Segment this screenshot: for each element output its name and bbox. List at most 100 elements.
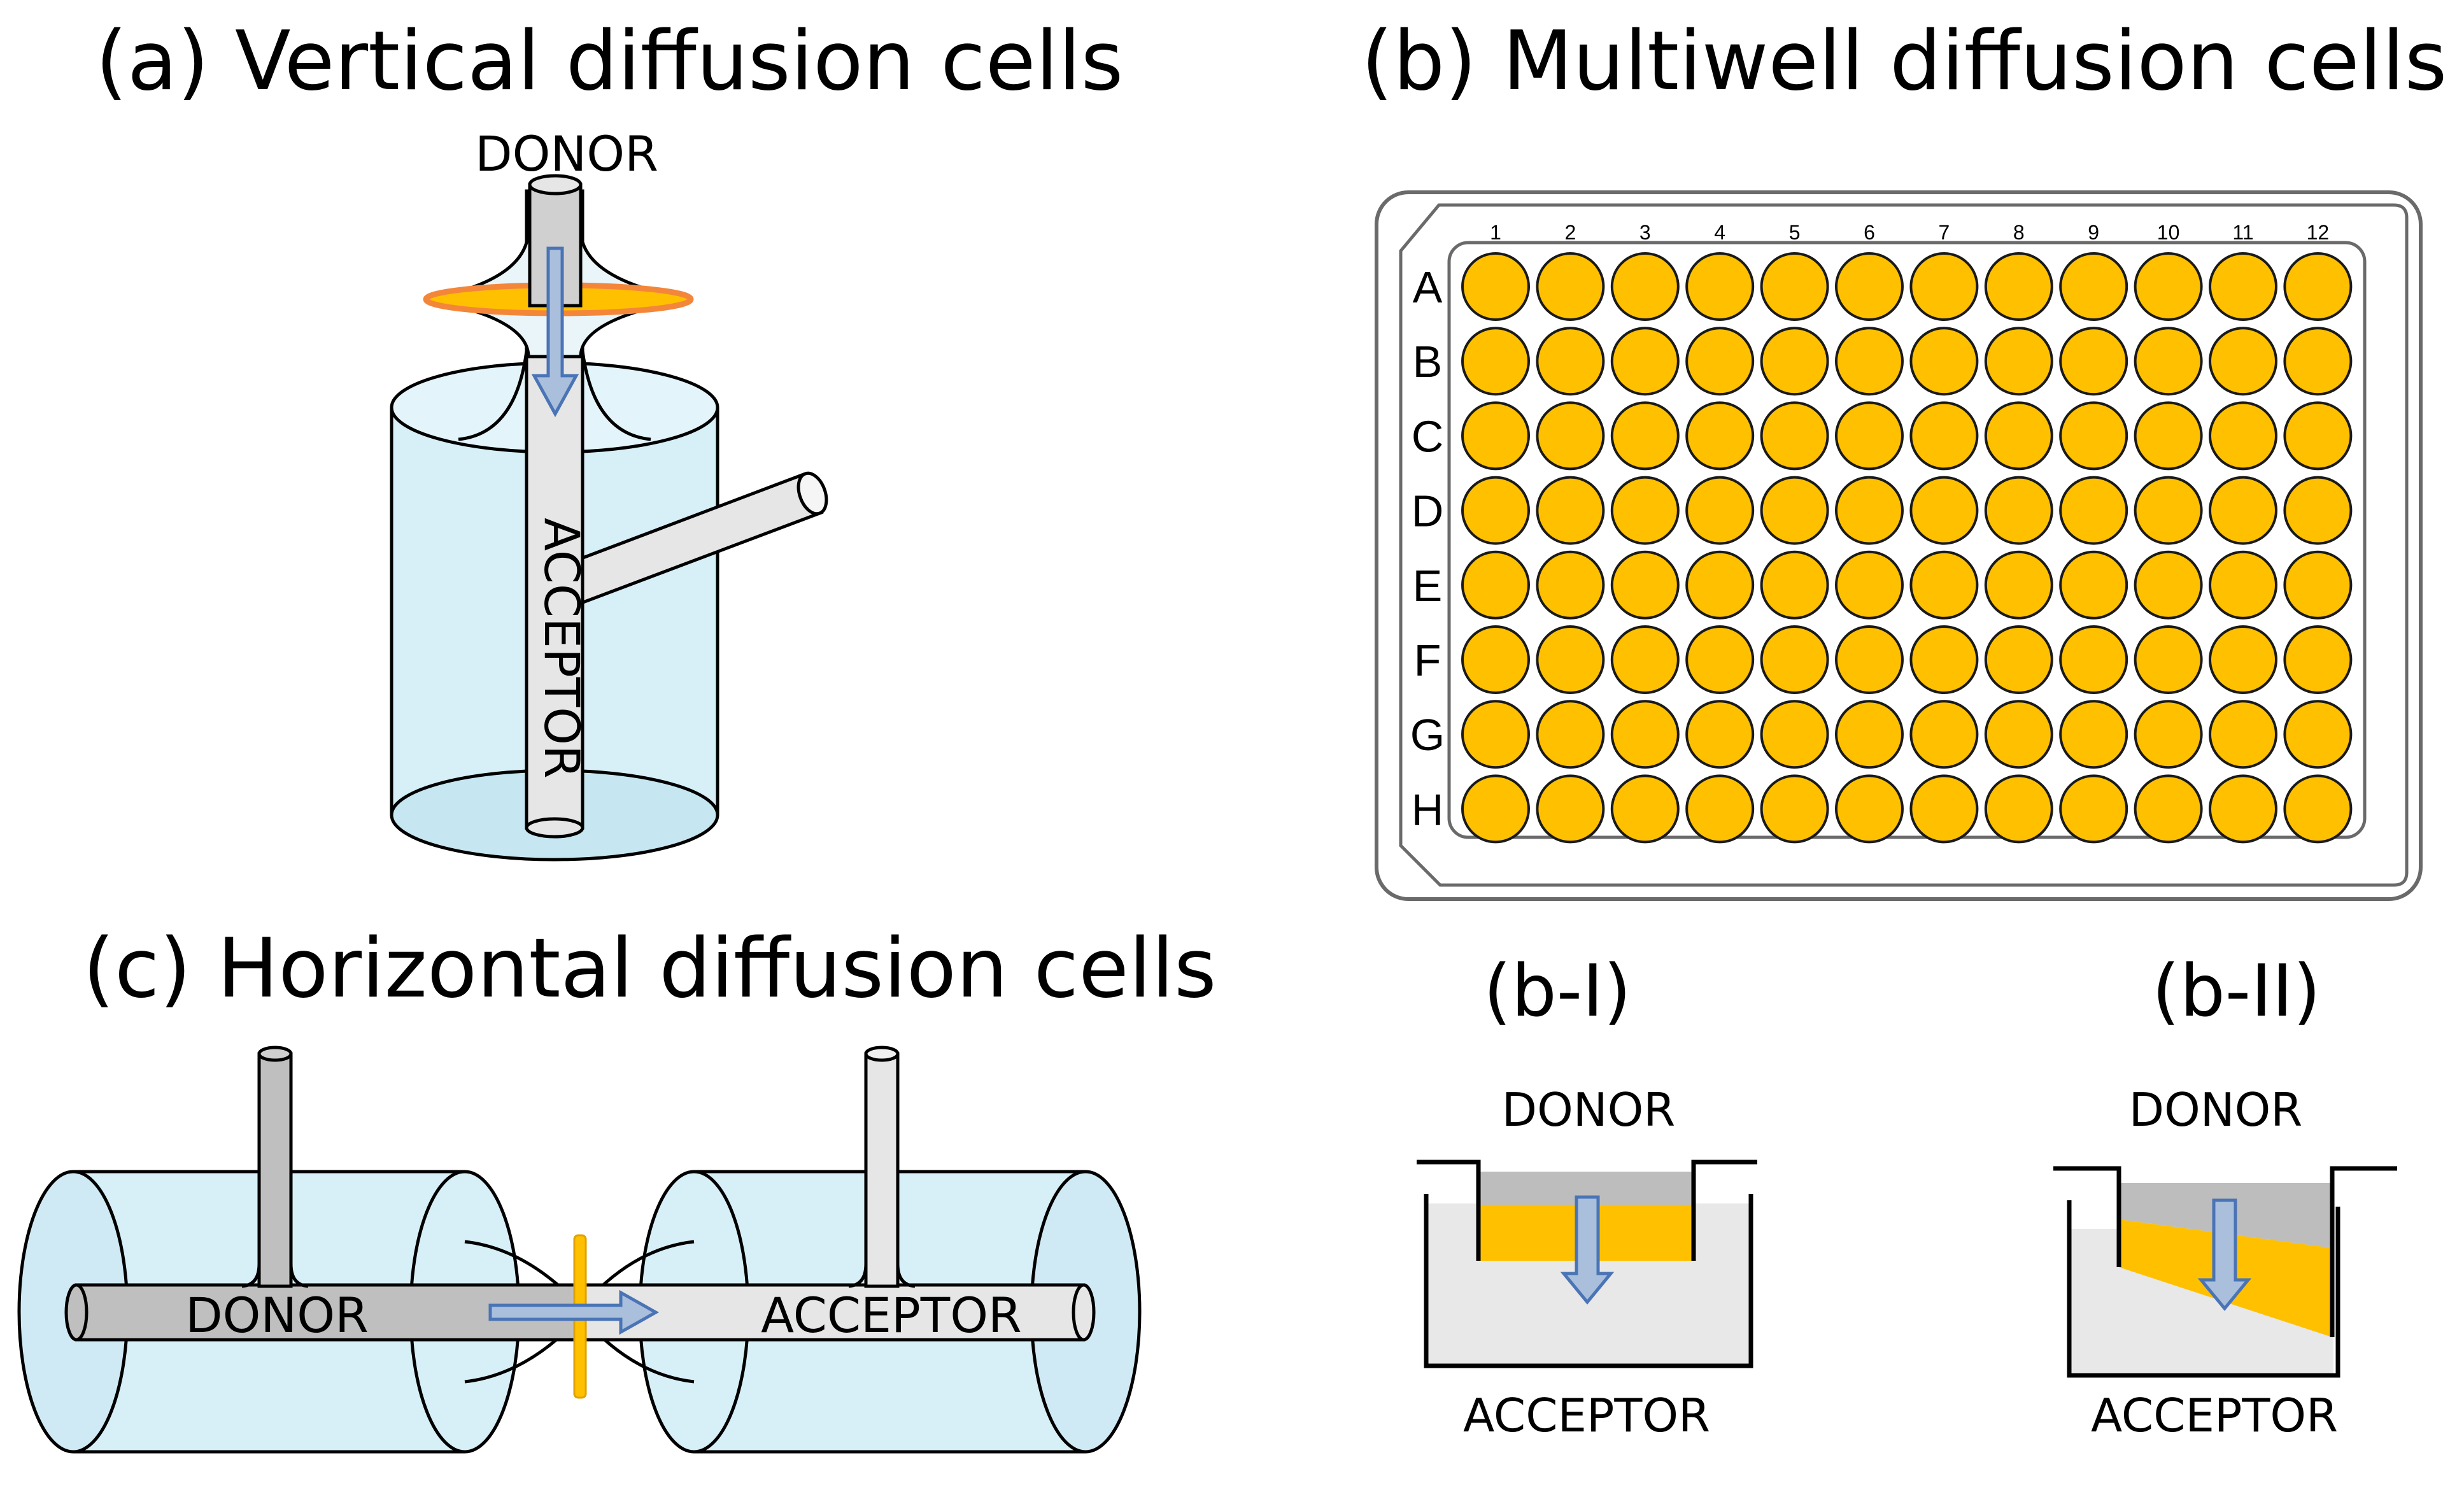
plate-well (2134, 625, 2203, 694)
plate-well (1461, 774, 1530, 844)
acceptor-tube-end (1072, 1283, 1096, 1342)
plate-well (1909, 401, 1979, 471)
b1-insert-walls (1417, 1160, 1757, 1261)
plate-well (1610, 476, 1680, 545)
plate-well (2283, 401, 2353, 471)
plate-well (1685, 327, 1755, 396)
plate-row-label: E (1413, 561, 1443, 611)
plate-well (1610, 401, 1680, 471)
plate-well (1835, 625, 1904, 694)
plate-well (2209, 476, 2277, 545)
plate-well (1536, 550, 1605, 620)
plate-row-label: G (1410, 710, 1445, 760)
plate-well (2059, 327, 2128, 396)
plate-well (2059, 476, 2128, 545)
plate-well (2059, 550, 2128, 620)
plate-well (1461, 401, 1530, 471)
plate-well (2209, 550, 2277, 620)
plate-column-label: 1 (1490, 221, 1501, 244)
plate-well (1835, 550, 1904, 620)
horizontal-acceptor-label: ACCEPTOR (761, 1287, 1022, 1344)
plate-well (1760, 550, 1829, 620)
plate-well (1685, 774, 1755, 844)
plate-well (1610, 625, 1680, 694)
plate-well (1835, 774, 1904, 844)
plate-well (1685, 401, 1755, 471)
plate-well (1835, 252, 1904, 321)
plate-well (2209, 774, 2277, 844)
plate-well (1760, 327, 1829, 396)
plate-well (1984, 401, 2053, 471)
plate-well (1461, 476, 1530, 545)
plate-well (2134, 774, 2203, 844)
plate-column-label: 8 (2013, 221, 2025, 244)
b2-diffusion-arrow (2197, 1198, 2252, 1311)
panel-b2-title: (b-II) (2152, 950, 2321, 1033)
plate-well (1536, 476, 1605, 545)
plate-well (1909, 774, 1979, 844)
acceptor-tube-bottom (525, 817, 584, 839)
plate-well (1760, 476, 1829, 545)
plate-well (1984, 774, 2053, 844)
plate-well (2134, 700, 2203, 769)
b2-well-walls (2067, 1200, 2340, 1378)
plate-well (2283, 625, 2353, 694)
plate-well (1685, 700, 1755, 769)
plate-well (1984, 252, 2053, 321)
plate-well (1536, 700, 1605, 769)
panel-c-title: (c) Horizontal diffusion cells (83, 921, 1217, 1016)
plate-row-label: C (1412, 411, 1444, 461)
plate-well (1461, 327, 1530, 396)
panel-a: (a) Vertical diffusion cells (96, 14, 1123, 862)
plate-well (2134, 327, 2203, 396)
plate-well (1760, 774, 1829, 844)
panel-b1-title: (b-I) (1483, 950, 1631, 1033)
plate-well (1610, 327, 1680, 396)
plate-column-label: 10 (2157, 221, 2180, 244)
plate-well (1760, 625, 1829, 694)
plate-well (1984, 327, 2053, 396)
panel-a-title: (a) Vertical diffusion cells (96, 14, 1123, 109)
plate-well (2134, 252, 2203, 321)
plate-well (1835, 401, 1904, 471)
acceptor-port (864, 1052, 900, 1288)
donor-flange (423, 174, 694, 418)
plate-well (1760, 700, 1829, 769)
plate-well (1536, 252, 1605, 321)
plate-well-area (1447, 241, 2367, 839)
panel-b-title: (b) Multiwell diffusion cells (1361, 14, 2447, 109)
diffusion-arrow-right (488, 1289, 660, 1335)
plate-well (1536, 625, 1605, 694)
plate-column-label: 11 (2232, 221, 2253, 244)
plate-well (1536, 401, 1605, 471)
plate-well (2209, 700, 2277, 769)
acceptor-tube-horizontal (579, 1283, 1086, 1342)
jar-walls (390, 408, 719, 815)
vertical-acceptor-label: ACCEPTOR (534, 518, 590, 779)
plate-well (2209, 252, 2277, 321)
b1-diffusion-arrow (1560, 1195, 1615, 1305)
panel-c: (c) Horizontal diffusion cells (17, 921, 1217, 1454)
plate-well (2209, 401, 2277, 471)
plate-well (1909, 550, 1979, 620)
donor-tube-top (528, 174, 583, 195)
plate-well (2283, 550, 2353, 620)
plate-row-label: F (1414, 635, 1441, 685)
donor-port-joint (241, 1263, 309, 1288)
plate-well (2134, 550, 2203, 620)
b1-donor-label: DONOR (1502, 1083, 1676, 1137)
plate-well (1909, 625, 1979, 694)
plate-well (1909, 700, 1979, 769)
plate-well (1984, 550, 2053, 620)
plate-column-label: 3 (1639, 221, 1651, 244)
b2-insert-walls (2053, 1166, 2397, 1337)
donor-tube-end (64, 1283, 89, 1342)
donor-port-top (257, 1046, 293, 1062)
plate-well (1984, 625, 2053, 694)
diffusion-arrow-down (531, 246, 579, 418)
b2-acceptor-label: ACCEPTOR (2091, 1389, 2338, 1442)
plate-well (1461, 252, 1530, 321)
